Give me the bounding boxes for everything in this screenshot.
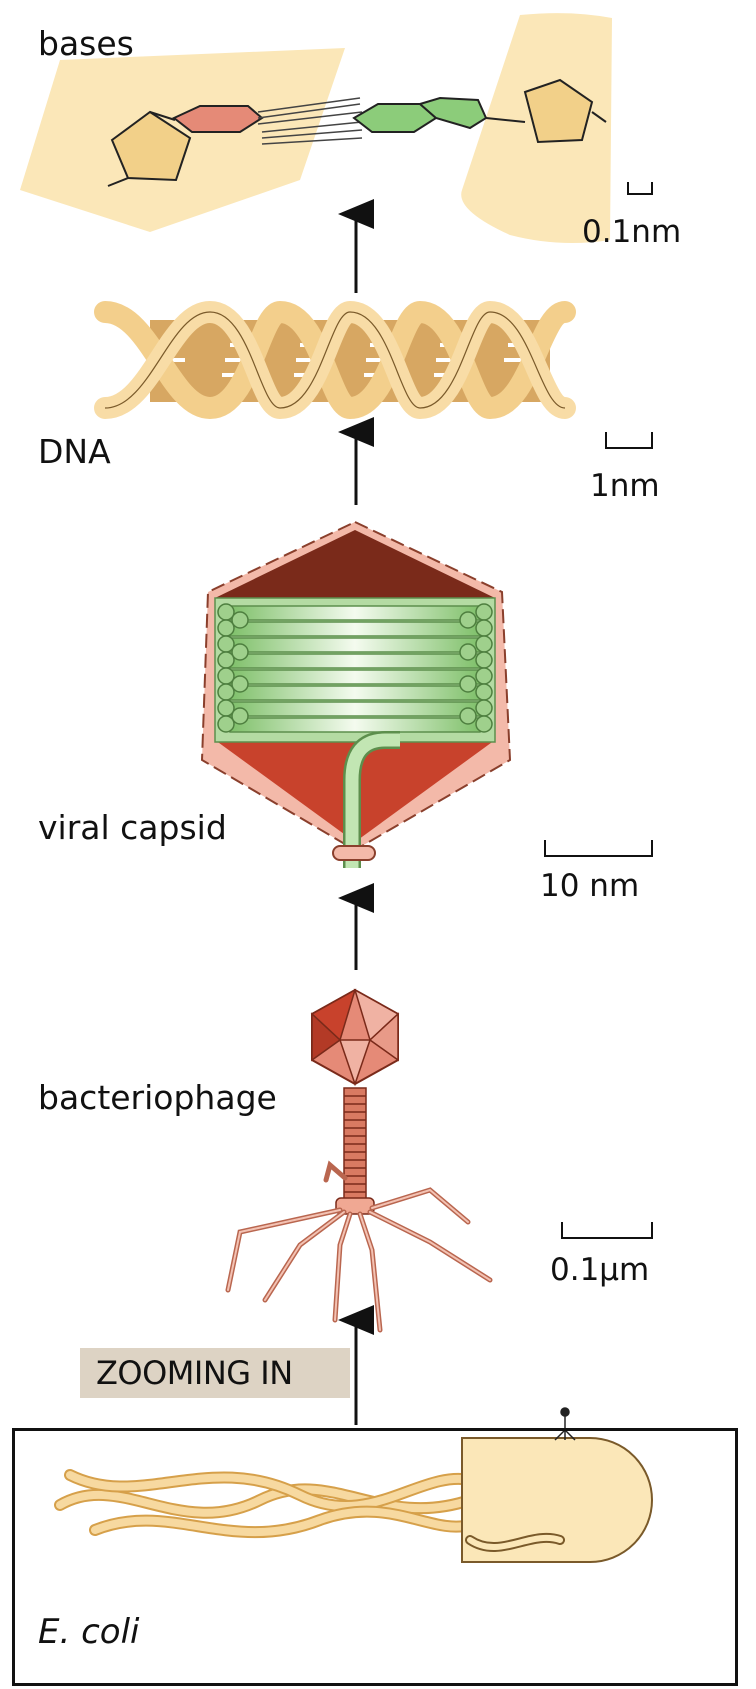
zooming-in-label: ZOOMING IN [96, 1354, 293, 1392]
scale-label-capsid: 10 nm [540, 868, 639, 904]
label-ecoli: E. coli [38, 1612, 140, 1652]
scale-bar-dna [606, 432, 652, 448]
dna-double-helix [105, 312, 565, 408]
scale-label-phage: 0.1µm [550, 1252, 649, 1288]
label-viral-capsid: viral capsid [38, 808, 227, 847]
scale-bar-phage [562, 1222, 652, 1238]
label-bases: bases [38, 24, 134, 63]
scale-bar-capsid [545, 840, 652, 856]
bacteriophage-illustration [228, 990, 490, 1330]
scale-label-dna: 1nm [590, 468, 660, 504]
label-bacteriophage: bacteriophage [38, 1078, 277, 1117]
label-dna: DNA [38, 432, 111, 471]
scale-bar-bases [628, 182, 652, 194]
scale-label-bases: 0.1nm [582, 214, 681, 250]
zooming-in-banner: ZOOMING IN [80, 1348, 350, 1398]
viral-capsid-illustration [202, 522, 510, 868]
